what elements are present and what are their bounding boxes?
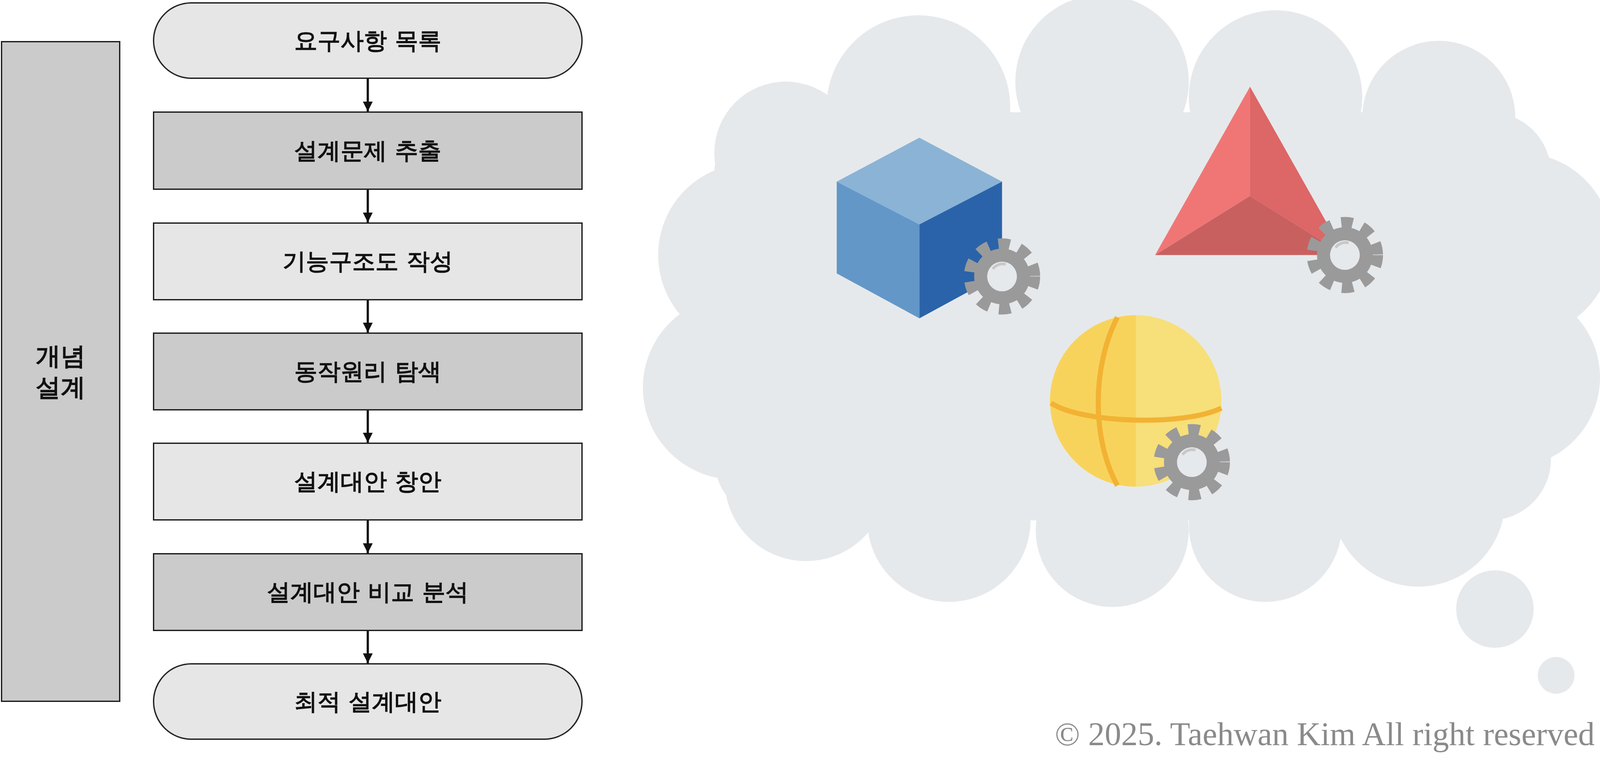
flow-arrow	[366, 520, 370, 554]
process-box: 동작원리 탐색	[152, 332, 583, 411]
flow-arrow	[366, 78, 370, 112]
gear-icon	[970, 244, 1034, 309]
process-box: 설계대안 비교 분석	[152, 553, 583, 632]
step-label: 기능구조도 작성	[282, 246, 453, 276]
gear-icon	[1313, 223, 1377, 287]
terminal-box: 최적 설계대안	[152, 663, 583, 741]
step-label: 설계대안 비교 분석	[267, 577, 469, 607]
process-box: 기능구조도 작성	[152, 222, 583, 301]
flow-arrow	[366, 189, 370, 223]
step-label: 설계대안 창안	[294, 467, 442, 497]
phase-band: 개념 설계	[0, 41, 121, 703]
gear-icon	[1160, 430, 1224, 494]
flow-arrow	[366, 410, 370, 443]
copyright-watermark: © 2025. Taehwan Kim All right reserved	[1054, 717, 1595, 751]
step-label: 동작원리 탐색	[294, 357, 442, 387]
phase-label: 개념 설계	[9, 340, 112, 404]
thought-cloud	[642, 0, 1600, 695]
step-label: 요구사항 목록	[294, 26, 442, 56]
process-box: 설계문제 추출	[152, 111, 583, 190]
process-box: 설계대안 창안	[152, 442, 583, 521]
step-label: 최적 설계대안	[294, 687, 442, 717]
step-label: 설계문제 추출	[294, 136, 442, 166]
pyramid-figure	[1155, 86, 1345, 256]
flow-arrow	[366, 631, 370, 664]
terminal-box: 요구사항 목록	[152, 2, 583, 79]
cube-figure	[836, 137, 1003, 319]
flow-arrow	[366, 300, 370, 333]
